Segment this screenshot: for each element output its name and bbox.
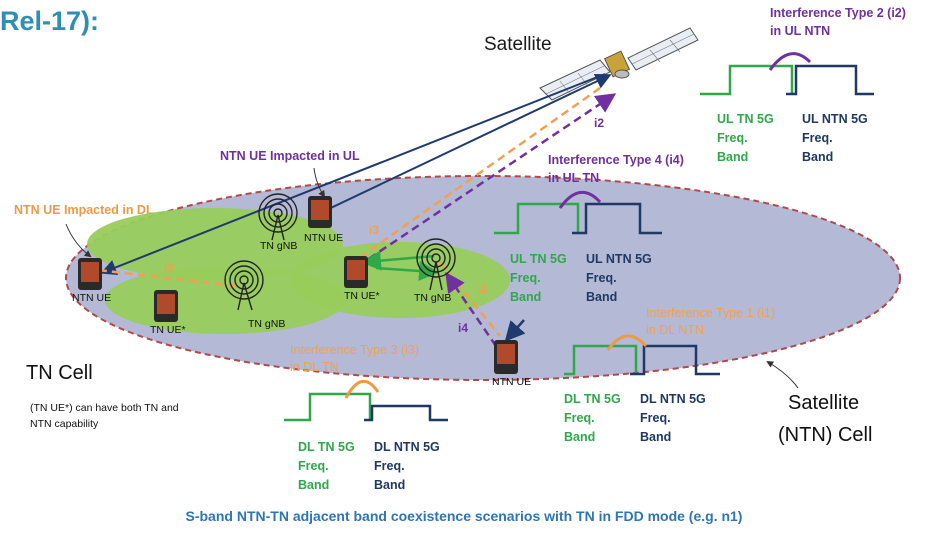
band-ul-tn-freq-2: Freq. <box>510 271 541 285</box>
i3-label-top: i3 <box>369 223 380 237</box>
page-heading: Rel-17): <box>0 6 100 36</box>
band-dl-ntn-label-1: DL NTN 5G <box>640 392 706 406</box>
band-diagram-type1 <box>564 334 720 376</box>
band-dl-tn-label-2: DL TN 5G <box>298 440 355 454</box>
ntn-ue-impacted-ul-label: NTN UE Impacted in UL <box>220 149 360 163</box>
ntn-ue-left-icon <box>78 258 102 290</box>
tn-ue-center-label: TN UE* <box>344 290 380 302</box>
sat-link-ul <box>315 73 612 216</box>
dl-arrow <box>504 319 526 342</box>
band-dl-ntn-band-2: Band <box>374 478 406 492</box>
tn-cell-left <box>87 208 343 280</box>
satellite-cell-label-line2: (NTN) Cell <box>778 424 873 446</box>
interference-i3-line <box>97 268 237 288</box>
band-diagram-type4 <box>494 191 662 235</box>
tn-gnb-center-icon <box>416 238 456 291</box>
figure-caption: S-band NTN-TN adjacent band coexistence … <box>185 508 743 524</box>
tn-gnb-top-label: TN gNB <box>260 240 298 252</box>
tn-ue-note-line1: (TN UE*) can have both TN and <box>30 402 179 414</box>
ntn-ue-bottom-icon <box>494 340 518 374</box>
tn-ue-note-line2: NTN capability <box>30 418 99 430</box>
band-dl-tn-label-1: DL TN 5G <box>564 392 621 406</box>
ntn-ue-top-icon <box>308 196 332 228</box>
satellite-label: Satellite <box>484 34 552 55</box>
band-dl-ntn-label-2: DL NTN 5G <box>374 440 440 454</box>
band-diagram-type3 <box>284 380 448 422</box>
ntn-ue-impacted-dl-label: NTN UE Impacted in DL <box>14 203 154 217</box>
band-diagram-type2 <box>700 52 874 96</box>
i3-label-left: i3 <box>164 261 175 275</box>
tn-gnb-top-icon <box>258 193 298 241</box>
band-ul-tn-band-2: Band <box>510 290 542 304</box>
interference-i1-line <box>361 86 601 258</box>
interference-type4-line2: in UL TN <box>548 171 600 185</box>
interference-type1-line2: in DL NTN <box>646 323 704 337</box>
tn-gnb-center-label: TN gNB <box>414 292 452 304</box>
band-dl-tn-band-2: Band <box>298 478 330 492</box>
band-ul-tn-label-1: UL TN 5G <box>717 112 774 126</box>
ntn-ue-left-label: NTN UE <box>72 292 112 304</box>
tn-ue-center-icon <box>344 256 368 288</box>
tn-gnb-left-icon <box>224 260 264 311</box>
pointer-ul <box>313 167 326 198</box>
pointer-dl <box>65 223 92 258</box>
i1-label: i1 <box>478 282 489 296</box>
i2-label: i2 <box>594 116 605 130</box>
interference-type3-line1: Interference Type 3 (i3) <box>290 343 420 357</box>
band-dl-ntn-band-1: Band <box>640 430 672 444</box>
interference-type4-line1: Interference Type 4 (i4) <box>548 153 684 167</box>
interference-type2-line1: Interference Type 2 (i2) <box>770 6 906 20</box>
band-ul-ntn-freq-1: Freq. <box>802 131 833 145</box>
sat-link-dl <box>100 73 606 276</box>
band-dl-tn-freq-1: Freq. <box>564 411 595 425</box>
interference-type3-line2: in DL TN <box>290 360 339 374</box>
satellite-cell-label-line1: Satellite <box>788 392 860 414</box>
interference-type2-line2: in UL NTN <box>770 24 831 38</box>
interference-i2-line <box>357 93 617 268</box>
band-ul-ntn-freq-2: Freq. <box>586 271 617 285</box>
band-dl-tn-freq-2: Freq. <box>298 459 329 473</box>
band-ul-ntn-label-1: UL NTN 5G <box>802 112 868 126</box>
band-dl-ntn-freq-2: Freq. <box>374 459 405 473</box>
band-ul-tn-freq-1: Freq. <box>717 131 748 145</box>
tn-gnb-left-label: TN gNB <box>248 318 286 330</box>
pointer-sat-cell <box>766 360 799 389</box>
ntn-ue-bottom-label: NTN UE <box>492 376 532 388</box>
band-ul-ntn-band-1: Band <box>802 150 834 164</box>
i4-label: i4 <box>458 321 469 335</box>
band-dl-tn-band-1: Band <box>564 430 596 444</box>
tn-cell-label: TN Cell <box>26 362 93 384</box>
band-ul-ntn-band-2: Band <box>586 290 618 304</box>
ntn-ue-top-label: NTN UE <box>304 232 344 244</box>
tn-link <box>375 260 439 281</box>
band-ul-ntn-label-2: UL NTN 5G <box>586 252 652 266</box>
interference-i4-line <box>445 271 498 347</box>
band-ul-tn-band-1: Band <box>717 150 749 164</box>
tn-ue-left-label: TN UE* <box>150 324 186 336</box>
satellite-icon <box>539 27 699 101</box>
band-dl-ntn-freq-1: Freq. <box>640 411 671 425</box>
band-ul-tn-label-2: UL TN 5G <box>510 252 567 266</box>
interference-type1-line1: Interference Type 1 (i1) <box>646 306 776 320</box>
tn-ue-left-icon <box>154 290 178 322</box>
